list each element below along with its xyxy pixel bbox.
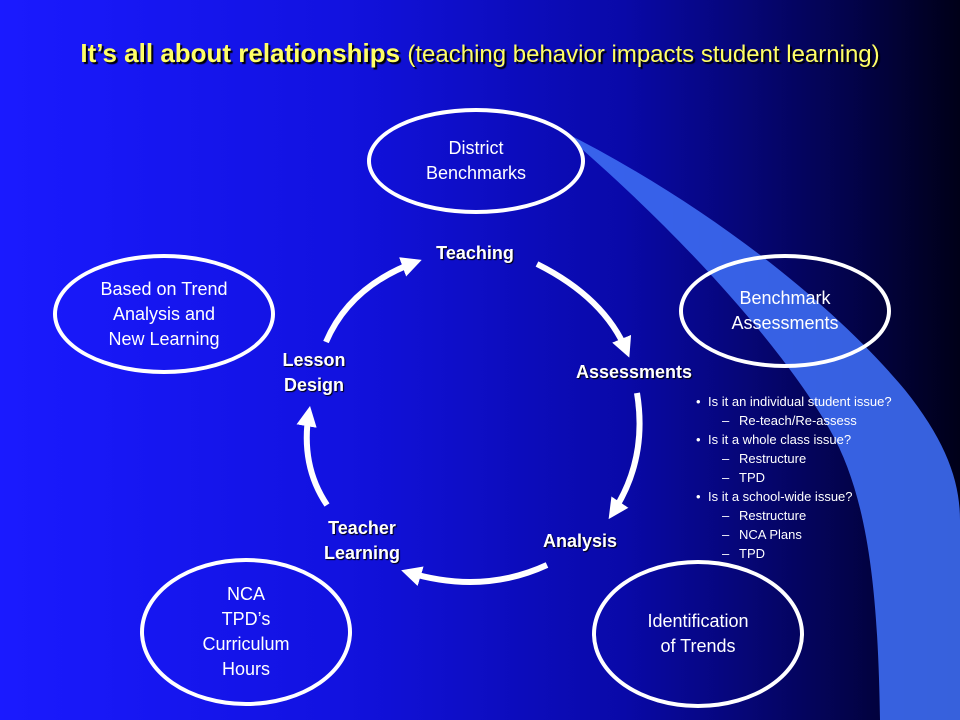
oval-nca-tpds-line-1: NCA bbox=[226, 584, 265, 604]
note-answer: Re-teach/Re-assess bbox=[694, 411, 944, 430]
oval-nca-tpds-line-4: Hours bbox=[221, 659, 270, 679]
cycle-label-assessments: Assessments bbox=[575, 362, 693, 382]
cycle-label-lesson-design-line-1: Lesson bbox=[282, 350, 346, 370]
arrow-teacher-learning-to-lesson-design bbox=[296, 405, 330, 507]
oval-nca-tpds: NCA TPD’s Curriculum Hours bbox=[140, 558, 352, 706]
oval-benchmark-assessments: Benchmark Assessments bbox=[679, 254, 891, 368]
oval-trend-analysis: Based on Trend Analysis and New Learning bbox=[53, 254, 275, 374]
arrow-teaching-to-assessments bbox=[535, 261, 632, 358]
note-question: Is it a school-wide issue? bbox=[694, 487, 944, 506]
cycle-label-teacher-learning-line-1: Teacher bbox=[328, 518, 396, 538]
cycle-label-lesson-design-line-2: Design bbox=[283, 375, 344, 395]
note-question: Is it an individual student issue? bbox=[694, 392, 944, 411]
cycle-label-teacher-learning-line-2: Learning bbox=[323, 543, 400, 563]
arrow-assessments-to-analysis bbox=[608, 392, 643, 520]
title-subtitle: (teaching behavior impacts student learn… bbox=[407, 41, 880, 68]
note-answer: NCA Plans bbox=[694, 525, 944, 544]
oval-nca-tpds-line-3: Curriculum bbox=[202, 634, 290, 654]
oval-nca-tpds-line-2: TPD’s bbox=[221, 609, 271, 629]
title-main: It’s all about relationships bbox=[80, 38, 401, 68]
oval-trend-analysis-line-2: Analysis and bbox=[112, 303, 216, 324]
oval-identification-of-trends-line-1: Identification bbox=[647, 611, 749, 631]
issue-notes: Is it an individual student issue? Re-te… bbox=[694, 392, 944, 563]
note-answer: TPD bbox=[694, 468, 944, 487]
oval-benchmark-assessments-line-1: Benchmark bbox=[739, 288, 831, 308]
cycle-label-analysis: Analysis bbox=[542, 531, 618, 551]
arrow-analysis-to-teacher-learning bbox=[401, 562, 549, 586]
note-answer: TPD bbox=[694, 544, 944, 563]
oval-district-benchmarks-line-2: Benchmarks bbox=[425, 163, 527, 183]
oval-trend-analysis-line-3: New Learning bbox=[108, 328, 220, 349]
oval-district-benchmarks: District Benchmarks bbox=[367, 108, 585, 214]
oval-trend-analysis-line-1: Based on Trend bbox=[100, 278, 228, 299]
cycle-label-teacher-learning: Teacher Learning bbox=[302, 516, 422, 566]
note-answer: Restructure bbox=[694, 449, 944, 468]
arrow-lesson-design-to-teaching bbox=[323, 257, 422, 344]
cycle-label-teaching: Teaching bbox=[436, 243, 514, 263]
oval-benchmark-assessments-line-2: Assessments bbox=[731, 313, 839, 333]
note-answer: Restructure bbox=[694, 506, 944, 525]
oval-identification-of-trends-line-2: of Trends bbox=[660, 636, 736, 656]
slide-title: It’s all about relationships (teaching b… bbox=[0, 38, 960, 69]
note-question: Is it a whole class issue? bbox=[694, 430, 944, 449]
cycle-label-lesson-design: Lesson Design bbox=[259, 348, 369, 398]
oval-district-benchmarks-line-1: District bbox=[448, 138, 504, 158]
